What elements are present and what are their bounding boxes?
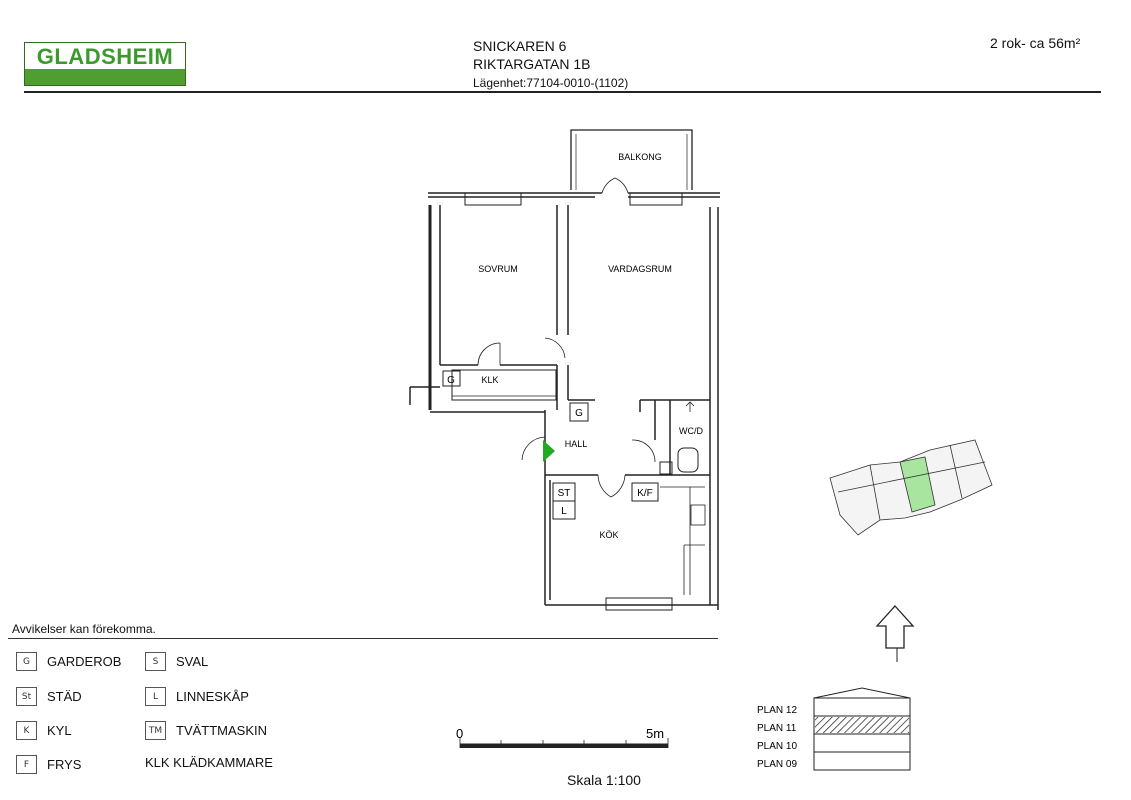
legend-label: TVÄTTMASKIN: [176, 723, 268, 738]
fixture-label-g2: G: [575, 408, 583, 419]
logo-text: GLADSHEIM: [36, 44, 174, 69]
disclaimer-text: Avvikelser kan förekomma.: [12, 622, 156, 636]
floor-label-09: PLAN 09: [757, 759, 797, 770]
room-label-hall: HALL: [565, 439, 588, 449]
plan-walls: [409, 129, 720, 611]
legend-item-garderob: G GARDEROB: [16, 652, 121, 671]
legend-item-sval: S SVAL: [145, 652, 208, 671]
apartment-number: Lägenhet:77104-0010-(1102): [473, 76, 629, 90]
street-address: RIKTARGATAN 1B: [473, 56, 591, 72]
property-name: SNICKAREN 6: [473, 38, 567, 54]
selected-floor-fill: [815, 717, 909, 733]
legend-divider: [8, 638, 718, 639]
legend-item-stad: St STÄD: [16, 687, 82, 706]
apartment-size: 2 rok- ca 56m²: [990, 35, 1081, 51]
legend-abbr: K: [16, 721, 37, 740]
room-label-vardagsrum: VARDAGSRUM: [608, 264, 672, 274]
legend-abbr: S: [145, 652, 166, 671]
floor-label-12: PLAN 12: [757, 705, 797, 716]
legend-label: GARDEROB: [47, 654, 122, 669]
floor-label-10: PLAN 10: [757, 741, 797, 752]
legend-item-frys: F FRYS: [16, 755, 81, 774]
scale-start-label: 0: [456, 726, 463, 741]
legend-abbr: TM: [145, 721, 166, 740]
room-label-kok: KÖK: [599, 530, 618, 540]
legend-label: LINNESKÅP: [176, 689, 249, 704]
fixture-label-kf: K/F: [637, 488, 653, 499]
floor-label-11: PLAN 11: [757, 723, 797, 734]
legend-abbr: St: [16, 687, 37, 706]
room-label-sovrum: SOVRUM: [478, 264, 518, 274]
legend-label: FRYS: [47, 757, 82, 772]
legend-label: KLK KLÄDKAMMARE: [145, 755, 273, 770]
entrance-marker: [543, 440, 555, 462]
key-plan: [829, 439, 993, 536]
legend-label: STÄD: [47, 689, 82, 704]
room-label-klk: KLK: [481, 375, 498, 385]
room-label-wcd: WC/D: [679, 426, 703, 436]
legend-item-tvattmaskin: TM TVÄTTMASKIN: [145, 721, 267, 740]
fixture-label-l: L: [561, 506, 567, 517]
legend-abbr: G: [16, 652, 37, 671]
floor-stack: [813, 687, 911, 771]
legend-abbr: L: [145, 687, 166, 706]
legend-item-klk: KLK KLÄDKAMMARE: [145, 755, 273, 770]
scale-bar: [459, 738, 669, 748]
legend-label: KYL: [47, 723, 72, 738]
header-divider: [24, 91, 1101, 93]
fixture-label-g1: G: [447, 375, 455, 386]
legend-abbr: F: [16, 755, 37, 774]
room-label-balkong: BALKONG: [618, 152, 662, 162]
legend-label: SVAL: [176, 654, 209, 669]
wc-arrow-icon: [685, 401, 695, 412]
legend-item-kyl: K KYL: [16, 721, 72, 740]
north-arrow-icon: [875, 605, 915, 662]
scale-label: Skala 1:100: [567, 772, 641, 788]
gladsheim-logo: GLADSHEIM: [24, 42, 186, 86]
logo-green-bar: [25, 69, 185, 85]
legend-item-linneskap: L LINNESKÅP: [145, 687, 249, 706]
scale-end-label: 5m: [646, 726, 664, 741]
fixture-label-st: ST: [558, 488, 571, 499]
